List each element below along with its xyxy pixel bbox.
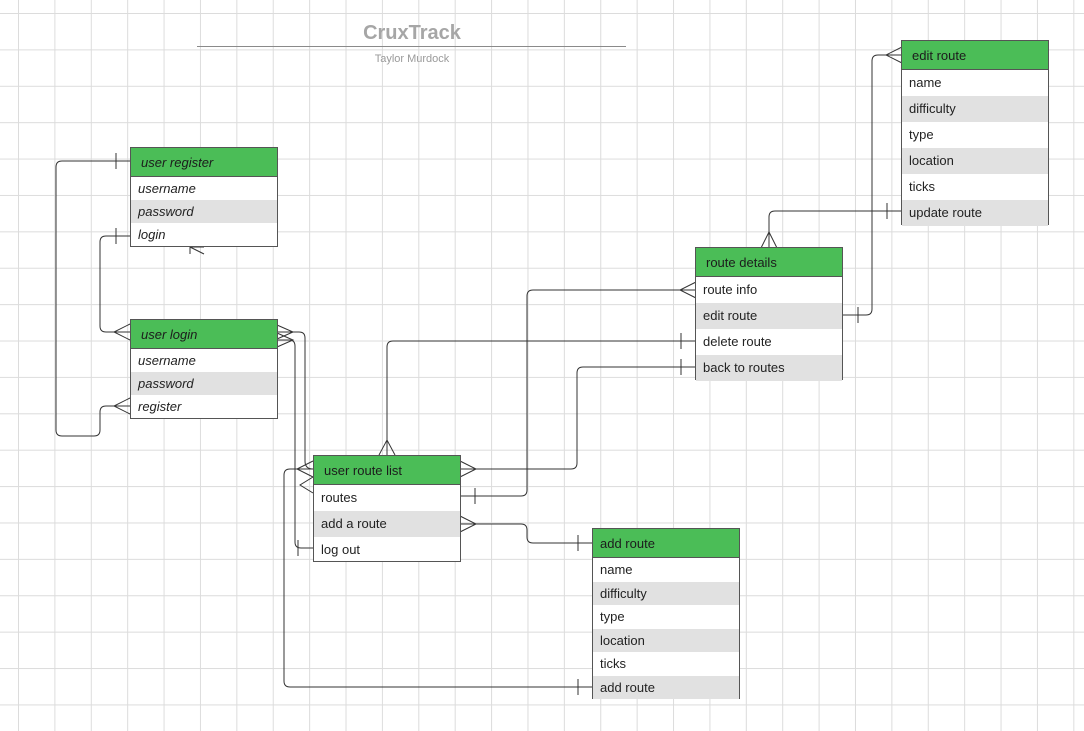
crow-foot-icon	[678, 281, 697, 299]
entity-user-register[interactable]: user register username password login	[130, 147, 278, 247]
entity-user-route-list[interactable]: user route list routes add a route log o…	[313, 455, 461, 562]
crow-foot-icon	[459, 515, 478, 533]
crow-foot-icon	[276, 324, 295, 340]
field-routes: routes	[321, 490, 358, 505]
field-edit-route: edit route	[696, 303, 842, 329]
crow-foot-icon	[760, 230, 778, 249]
entity-header: edit route	[902, 41, 1048, 70]
entity-header: add route	[593, 529, 739, 558]
link-edit-route-to-edit-route	[842, 54, 902, 316]
entity-route-details[interactable]: route details route info edit route dele…	[695, 247, 843, 381]
link-delete-route-to-route-list	[386, 340, 696, 455]
link-add-a-route-to-add-route	[460, 523, 592, 544]
crow-foot-icon	[378, 438, 396, 456]
field-route-info: route info	[703, 282, 758, 297]
field-location: location	[902, 148, 1048, 174]
link-add-route-to-route-list	[283, 468, 592, 688]
crow-foot-icon	[884, 46, 903, 64]
field-password: password	[131, 200, 277, 223]
link-back-to-routes-to-route-list	[460, 366, 696, 470]
field-ticks: ticks	[600, 656, 626, 671]
entity-header: user route list	[314, 456, 460, 485]
diagram-title: CruxTrack	[363, 22, 461, 44]
field-password: password	[131, 372, 277, 395]
crow-foot-icon	[112, 323, 131, 341]
diagram-author: Taylor Murdock	[374, 53, 450, 65]
field-add-a-route: add a route	[314, 511, 460, 537]
entity-header: user login	[131, 320, 277, 349]
field-name: name	[600, 562, 633, 577]
field-type: type	[600, 609, 625, 624]
link-logout-to-user-login	[277, 339, 313, 549]
field-register: register	[138, 399, 182, 414]
entity-header: route details	[696, 248, 842, 277]
title-divider	[197, 46, 626, 47]
field-username: username	[138, 353, 196, 368]
field-login: login	[138, 227, 166, 242]
link-user-login-to-route-list	[277, 331, 314, 470]
field-location: location	[593, 628, 739, 652]
entity-header: user register	[131, 148, 277, 177]
field-ticks: ticks	[909, 179, 935, 194]
field-back-to-routes: back to routes	[696, 355, 842, 381]
crow-foot-icon	[112, 397, 131, 415]
link-update-route-to-route-details	[768, 210, 902, 248]
field-difficulty: difficulty	[902, 96, 1048, 122]
field-username: username	[138, 181, 196, 196]
crow-foot-icon	[299, 476, 314, 494]
field-delete-route: delete route	[703, 334, 772, 349]
entity-add-route[interactable]: add route name difficulty type location …	[592, 528, 740, 699]
link-login-register-to-user-register	[55, 160, 130, 437]
field-name: name	[909, 75, 942, 90]
entity-edit-route[interactable]: edit route name difficulty type location…	[901, 40, 1049, 226]
link-register-login-to-user-login	[99, 235, 130, 333]
field-log-out: log out	[321, 542, 361, 557]
crow-foot-icon	[276, 332, 295, 348]
entity-user-login[interactable]: user login username password register	[130, 319, 278, 419]
field-difficulty: difficulty	[593, 581, 739, 605]
link-routes-to-route-info	[460, 289, 696, 497]
crow-foot-icon	[459, 460, 478, 478]
field-type: type	[909, 127, 934, 142]
field-update-route: update route	[902, 200, 1048, 226]
field-add-route: add route	[593, 675, 739, 699]
